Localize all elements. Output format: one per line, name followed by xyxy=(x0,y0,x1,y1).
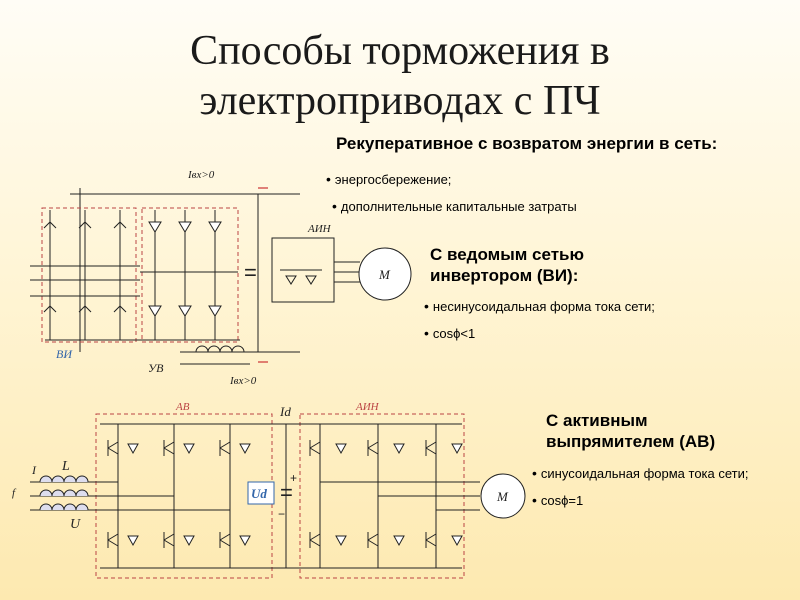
id-label: Id xyxy=(279,404,291,419)
regen-bullet-1: •энергосбережение; xyxy=(326,171,452,187)
vi-heading: С ведомым сетью инвертором (ВИ): xyxy=(430,245,585,285)
ab-bullet-2: •cosϕ=1 xyxy=(532,492,584,508)
regen-heading: Рекуперативное с возвратом энергии в сет… xyxy=(336,134,718,153)
ab-bullets: •синусоидальная форма тока сети; •cosϕ=1 xyxy=(532,464,782,518)
l-label: L xyxy=(61,459,70,474)
f-label: f xyxy=(12,487,17,499)
ab-heading: С активным выпрямителем (АВ) xyxy=(546,411,716,451)
motor-top-label: M xyxy=(378,267,391,282)
uv-block-label: УВ xyxy=(148,361,164,375)
ab-block-label: АВ xyxy=(175,401,190,413)
eq-top-symbol: = xyxy=(244,260,257,285)
plus-sign: + xyxy=(290,471,297,485)
vi-bullet-2: •cosϕ<1 xyxy=(424,325,476,341)
motor-circle-top xyxy=(358,247,412,301)
eq-bottom-symbol: = xyxy=(280,480,293,505)
title-line-1: Способы торможения в xyxy=(190,28,610,74)
page-title: Способы торможения в электроприводах с П… xyxy=(120,26,680,126)
vi-bullets: •несинусоидальная форма тока сети; •cosϕ… xyxy=(424,297,655,351)
u-label: U xyxy=(70,517,81,532)
motor-bottom-label: M xyxy=(496,489,509,504)
aii-block-label: АИН xyxy=(355,401,380,413)
vi-block-label: ВИ xyxy=(56,347,73,361)
minus-sign: − xyxy=(278,507,285,521)
iin-top-label: Iвх>0 xyxy=(187,169,215,181)
ud-label: Ud xyxy=(251,486,267,501)
title-line-2: электроприводах с ПЧ xyxy=(199,78,601,124)
regen-bullets: •энергосбережение; •дополнительные капит… xyxy=(326,170,577,224)
ain-top-label: АИН xyxy=(307,223,332,235)
ab-bullet-1: •синусоидальная форма тока сети; xyxy=(532,465,749,481)
motor-circle-bottom xyxy=(480,473,526,519)
iin-bottom-label: Iвх>0 xyxy=(229,375,257,387)
regen-bullet-2: •дополнительные капитальные затраты xyxy=(332,198,577,214)
i-label: I xyxy=(31,463,37,477)
vi-bullet-1: •несинусоидальная форма тока сети; xyxy=(424,298,655,314)
